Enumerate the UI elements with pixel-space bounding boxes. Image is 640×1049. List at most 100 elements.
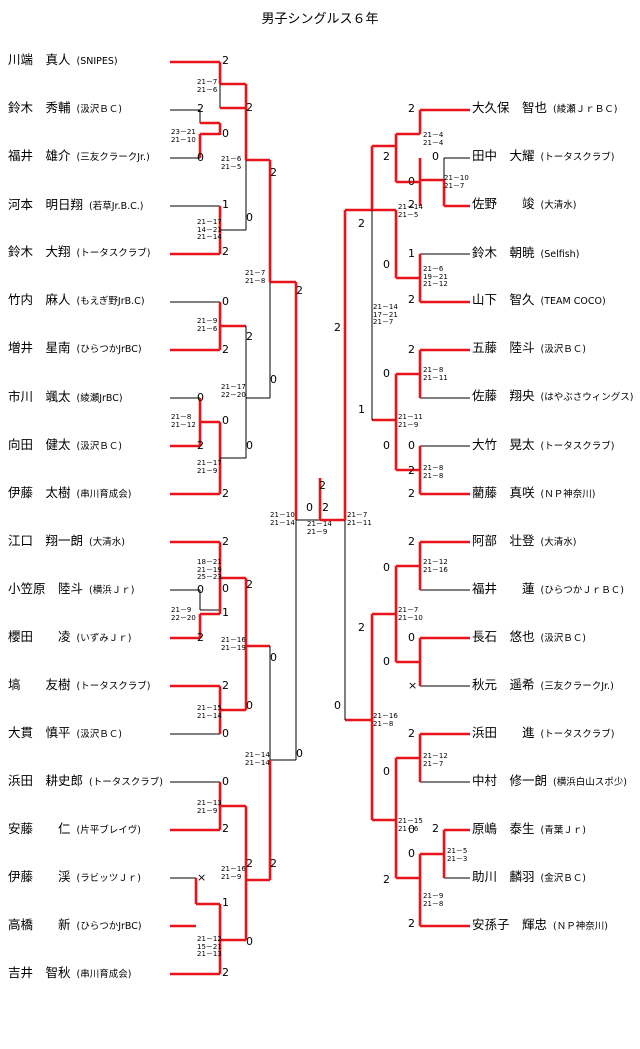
player-club: (ラビッツＪｒ) — [76, 873, 141, 884]
match-result: 0 — [383, 367, 390, 380]
right-player: 浜田 進(トータスクラブ) — [472, 725, 614, 743]
match-result: 1 — [358, 403, 365, 416]
match-result: 2 — [408, 198, 415, 211]
match-score: 21－14 21－14 — [245, 751, 270, 767]
player-name: 原嶋 泰生 — [472, 821, 535, 836]
player-name: 佐藤 翔央 — [472, 388, 535, 403]
player-club: (ひらつかＪｒＢＣ) — [540, 585, 624, 596]
player-name: 高橋 新 — [8, 917, 71, 932]
left-player: 浜田 耕史郎(トータスクラブ) — [8, 773, 163, 791]
player-name: 安藤 仁 — [8, 821, 71, 836]
match-result: 0 — [408, 823, 415, 836]
right-player: 佐野 竣(大清水) — [472, 196, 576, 214]
match-score: 21－14 21－9 — [307, 520, 332, 536]
right-player: 安孫子 輝忠(ＮＰ神奈川) — [472, 917, 608, 935]
match-result: 2 — [222, 245, 229, 258]
player-name: 吉井 智秋 — [8, 965, 71, 980]
match-score: 21－14 21－5 — [398, 203, 423, 219]
match-result: 2 — [222, 679, 229, 692]
player-club: (横浜Ｊｒ) — [89, 585, 135, 596]
player-name: 市川 颯太 — [8, 389, 71, 404]
left-player: 竹内 麻人(もえぎ野JrB.C) — [8, 292, 145, 310]
left-player: 川端 真人(SNIPES) — [8, 52, 118, 70]
match-result: 0 — [334, 699, 341, 712]
player-club: (いずみＪｒ) — [76, 633, 132, 644]
player-club: (串川育成会) — [76, 969, 132, 980]
match-score: 21－12 21－16 — [423, 558, 448, 574]
player-name: 増井 星南 — [8, 340, 71, 355]
player-name: 大貫 慎平 — [8, 725, 71, 740]
match-score: 21－8 21－12 — [171, 413, 196, 429]
match-result: 2 — [222, 54, 229, 67]
player-club: (トータスクラブ) — [540, 729, 615, 740]
match-result: × — [197, 871, 207, 884]
right-player: 秋元 遥希(三友クラークJr.) — [472, 677, 614, 695]
match-score: 21－15 21－6 — [398, 817, 423, 833]
right-player: 佐藤 翔央 (はやぶさウィングス) — [472, 388, 633, 406]
right-player: 助川 麟羽(金沢ＢＣ) — [472, 869, 586, 887]
player-name: 田中 大耀 — [472, 148, 535, 163]
right-player: 長石 悠也(汲沢ＢＣ) — [472, 629, 586, 647]
match-result: 0 — [246, 699, 253, 712]
player-club: (青葉Ｊｒ) — [540, 825, 586, 836]
left-player: 高橋 新(ひらつかJrBC) — [8, 917, 142, 935]
right-player: 中村 修一朗(横浜白山スポ少) — [472, 773, 627, 791]
match-score: 18－21 21－19 25－23 — [197, 558, 222, 581]
player-name: 安孫子 輝忠 — [472, 917, 548, 932]
player-name: 秋元 遥希 — [472, 677, 535, 692]
player-club: (金沢ＢＣ) — [540, 873, 586, 884]
match-result: 2 — [296, 284, 303, 297]
match-score: 23－21 21－10 — [171, 128, 196, 144]
player-club: (若草Jr.B.C.) — [89, 201, 144, 212]
player-club: (汲沢ＢＣ) — [76, 729, 122, 740]
right-player: 田中 大耀 (トータスクラブ) — [472, 148, 614, 166]
match-result: 0 — [383, 655, 390, 668]
player-club: (トータスクラブ) — [540, 441, 615, 452]
left-player: 市川 颯太(綾瀬JrBC) — [8, 389, 123, 407]
player-name: 佐野 竣 — [472, 196, 535, 211]
match-result: 0 — [222, 582, 229, 595]
match-result: 2 — [270, 166, 277, 179]
match-result: 0 — [383, 439, 390, 452]
player-name: 櫻田 凌 — [8, 629, 71, 644]
right-player: 大竹 晃太 (トータスクラブ) — [472, 437, 614, 455]
left-player: 鈴木 大翔(トータスクラブ) — [8, 244, 150, 262]
right-player: 山下 智久(TEAM COCO) — [472, 292, 606, 310]
left-player: 安藤 仁(片平ブレイヴ) — [8, 821, 141, 839]
match-score: 21－16 21－9 — [221, 865, 246, 881]
match-result: 0 — [296, 747, 303, 760]
left-player: 小笠原 陸斗(横浜Ｊｒ) — [8, 581, 134, 599]
player-club: (SNIPES) — [76, 56, 118, 67]
match-score: 21－7 21－8 — [245, 269, 266, 285]
match-result: 2 — [222, 343, 229, 356]
player-club: (横浜白山スポ少) — [553, 777, 627, 788]
match-score: 21－9 21－6 — [197, 317, 218, 333]
player-club: (もえぎ野JrB.C) — [76, 296, 145, 307]
player-club: (トータスクラブ) — [540, 152, 615, 163]
left-player: 塙 友樹(トータスクラブ) — [8, 677, 150, 695]
player-club: (三友クラークJr.) — [76, 152, 150, 163]
match-result: 2 — [408, 102, 415, 115]
page-title: 男子シングルス６年 — [261, 12, 379, 27]
match-score: 21－4 21－4 — [423, 131, 444, 147]
match-result: 0 — [408, 631, 415, 644]
match-result: 2 — [408, 917, 415, 930]
match-result: × — [408, 679, 418, 692]
match-score: 21－17 14－21 21－14 — [197, 218, 222, 241]
player-name: 河本 明日翔 — [8, 197, 84, 212]
match-result: 2 — [246, 857, 253, 870]
match-score: 21－16 21－8 — [373, 712, 398, 728]
match-result: 0 — [306, 501, 313, 514]
player-club: (大清水) — [89, 537, 125, 548]
match-score: 21－7 21－11 — [347, 511, 372, 527]
match-result: 2 — [408, 535, 415, 548]
player-name: 大竹 晃太 — [472, 437, 535, 452]
match-result: 2 — [246, 330, 253, 343]
player-club: (トータスクラブ) — [76, 681, 151, 692]
left-player: 伊藤 渓(ラビッツＪｒ) — [8, 869, 141, 887]
match-score: 21－6 19－21 21－12 — [423, 265, 448, 288]
player-name: 阿部 壮登 — [472, 533, 535, 548]
player-club: (はやぶさウィングス) — [540, 392, 634, 403]
right-player: 原嶋 泰生 (青葉Ｊｒ) — [472, 821, 586, 839]
